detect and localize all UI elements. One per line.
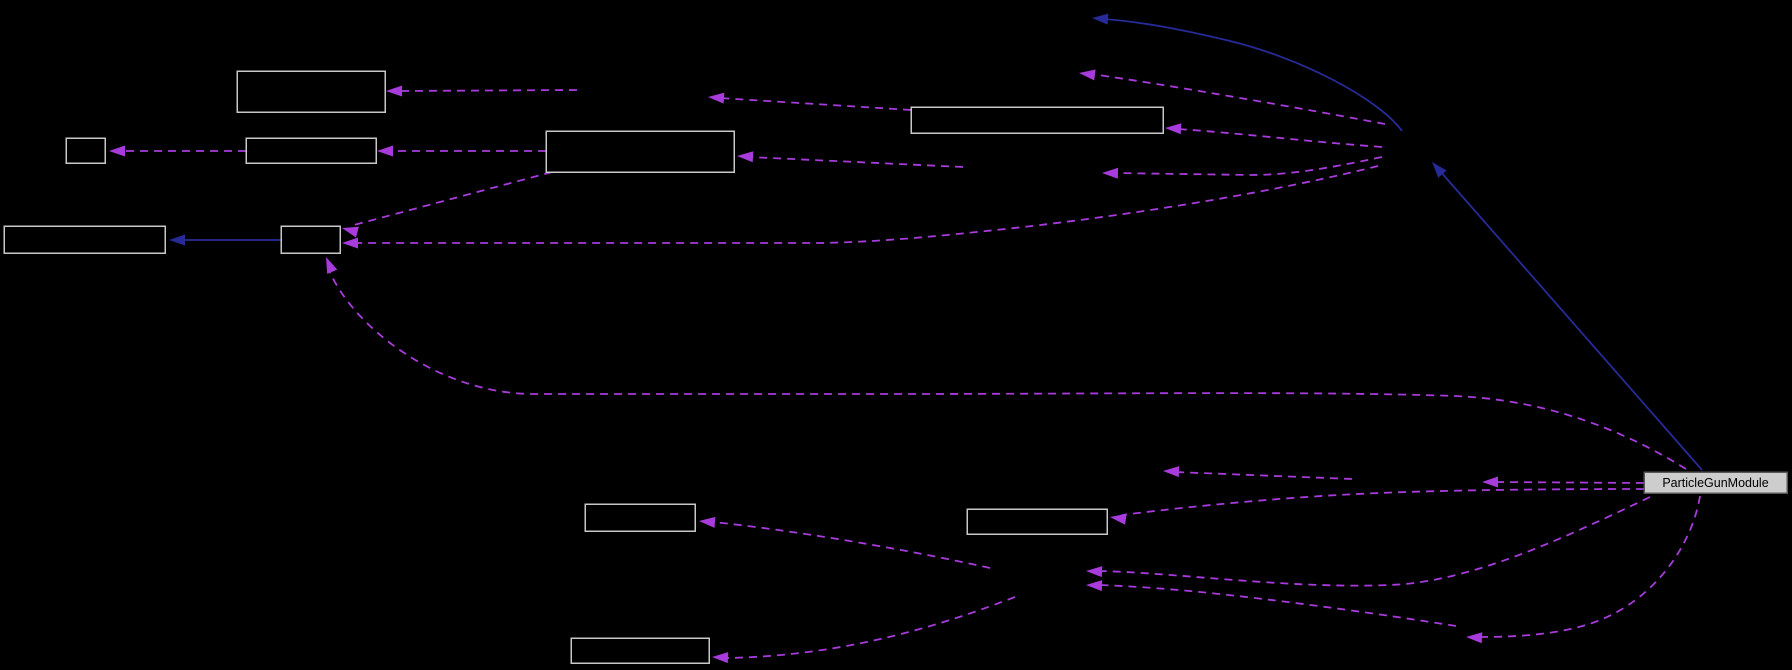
edge-5-arrowhead-icon — [737, 151, 754, 163]
edge-6-arrowhead-icon — [1079, 69, 1096, 81]
class-node-9-box[interactable] — [966, 508, 1108, 535]
edge-22-arrowhead-icon — [1432, 162, 1447, 178]
edge-9-line — [354, 165, 1379, 244]
edge-7-line — [1176, 128, 1383, 148]
class-node-2-box[interactable] — [65, 137, 106, 164]
class-node-8-box[interactable] — [584, 503, 696, 532]
edge-16-arrowhead-icon — [1086, 580, 1103, 592]
edge-19-line — [725, 596, 1016, 659]
node-particlegunmodule-box — [1643, 471, 1788, 494]
nodes-layer: ParticleGunModule — [3, 70, 1788, 664]
edge-14-line — [1121, 488, 1645, 516]
edge-13-arrowhead-icon — [1163, 466, 1180, 478]
edge-17-arrowhead-icon — [1466, 632, 1483, 644]
edge-11-arrowhead-icon — [326, 257, 338, 274]
node-particlegunmodule: ParticleGunModule — [1643, 471, 1788, 494]
class-node-4[interactable] — [545, 130, 735, 173]
class-node-9[interactable] — [966, 508, 1108, 535]
edge-18-line — [712, 521, 991, 569]
class-node-1-box[interactable] — [236, 70, 386, 113]
edge-22-line — [1439, 170, 1703, 471]
edge-10-line — [353, 171, 553, 226]
class-node-7-box[interactable] — [280, 225, 341, 254]
class-node-3[interactable] — [245, 137, 377, 164]
class-node-3-box[interactable] — [245, 137, 377, 164]
class-node-8[interactable] — [584, 503, 696, 532]
class-node-5[interactable] — [910, 106, 1164, 134]
edge-9-arrowhead-icon — [342, 237, 358, 249]
edge-7-arrowhead-icon — [1165, 123, 1182, 135]
node-particlegunmodule-label: ParticleGunModule — [1662, 476, 1768, 490]
edge-12-arrowhead-icon — [1482, 476, 1498, 488]
class-node-4-box[interactable] — [545, 130, 735, 173]
edge-20-arrowhead-icon — [169, 234, 185, 246]
edge-18-arrowhead-icon — [699, 516, 716, 528]
class-node-1[interactable] — [236, 70, 386, 113]
class-node-7[interactable] — [280, 225, 341, 254]
edge-12-line — [1493, 481, 1645, 484]
edge-21-line — [1103, 18, 1403, 132]
class-node-6-box[interactable] — [3, 225, 166, 254]
edges-layer — [109, 13, 1703, 664]
edge-5-line — [748, 156, 964, 168]
edge-19-arrowhead-icon — [712, 652, 729, 664]
edge-10-arrowhead-icon — [342, 226, 359, 238]
edge-16-line — [1099, 584, 1457, 627]
edge-2-arrowhead-icon — [109, 145, 125, 157]
edge-1-arrowhead-icon — [386, 85, 402, 97]
edge-14-arrowhead-icon — [1110, 513, 1127, 525]
edge-21-arrowhead-icon — [1092, 13, 1109, 25]
edge-4-line — [719, 97, 912, 111]
class-node-10[interactable] — [570, 637, 710, 664]
edge-6-line — [1090, 73, 1386, 125]
edge-4-arrowhead-icon — [708, 92, 725, 104]
edge-13-line — [1174, 471, 1353, 480]
edge-17-line — [1479, 495, 1701, 638]
edge-8-line — [1113, 156, 1383, 176]
class-node-6[interactable] — [3, 225, 166, 254]
edge-15-arrowhead-icon — [1086, 566, 1103, 578]
edge-1-line — [397, 89, 578, 92]
edge-8-arrowhead-icon — [1102, 167, 1119, 179]
class-node-10-box[interactable] — [570, 637, 710, 664]
class-node-2[interactable] — [65, 137, 106, 164]
edge-11-line — [328, 269, 1687, 470]
edge-3-arrowhead-icon — [377, 145, 393, 157]
class-node-5-box[interactable] — [910, 106, 1164, 134]
